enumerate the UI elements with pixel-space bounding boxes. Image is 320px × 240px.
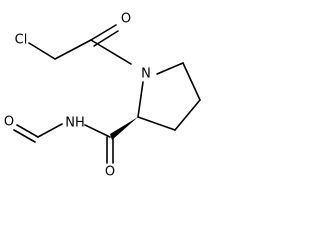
bond-carbonyl-n xyxy=(90,39,132,65)
atom-o-formyl: O xyxy=(4,115,14,130)
bond-ring-c2-n xyxy=(137,81,144,118)
structure-canvas: Cl O N NH O O xyxy=(3,11,201,180)
atom-o-acyl: O xyxy=(121,12,131,27)
bond-formyl-c-o-1 xyxy=(16,124,39,138)
bond-amide-c-nh xyxy=(84,124,111,138)
bond-ring-c4-c3 xyxy=(174,99,201,131)
bond-ring-c5-c4 xyxy=(182,62,201,101)
atom-n-ring: N xyxy=(141,67,151,82)
atom-nh: NH xyxy=(65,116,85,131)
bond-nh-formyl-c xyxy=(37,123,63,138)
stereo-wedge-bond xyxy=(110,117,138,140)
bond-ch2-carbonyl xyxy=(54,39,92,60)
bond-ring-n-c5 xyxy=(156,62,184,75)
bond-acyl-c-o-1 xyxy=(90,24,117,41)
bonds xyxy=(13,24,201,164)
bond-formyl-c-o-2 xyxy=(13,129,36,143)
atom-o-carboxamide: O xyxy=(105,165,115,180)
molecule-diagram: Cl O N NH O O xyxy=(4,12,201,180)
atom-cl: Cl xyxy=(15,33,28,48)
atom-labels: Cl O N NH O O xyxy=(4,12,151,180)
bond-ring-c3-c2 xyxy=(137,116,176,131)
bond-cl-ch2 xyxy=(28,42,56,60)
